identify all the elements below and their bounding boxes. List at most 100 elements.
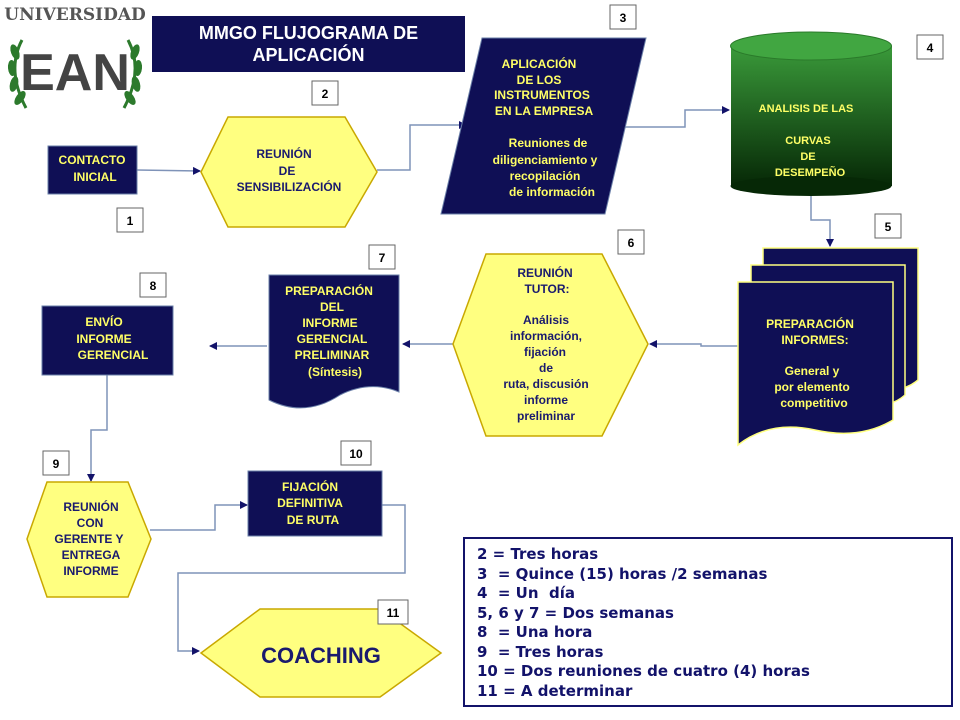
legend-line: 8 = Una hora	[477, 623, 593, 641]
svg-text:por elemento: por elemento	[774, 380, 849, 394]
university-logo: UNIVERSIDAD EAN	[0, 0, 150, 120]
svg-text:REUNIÓN: REUNIÓN	[63, 499, 118, 514]
title-line-2: APLICACIÓN	[252, 45, 365, 65]
svg-text:11: 11	[387, 606, 400, 620]
legend-line: 4 = Un día	[477, 584, 575, 602]
svg-text:INSTRUMENTOS: INSTRUMENTOS	[494, 88, 590, 102]
svg-text:GERENTE Y: GERENTE Y	[54, 532, 123, 546]
legend-line: 3 = Quince (15) horas /2 semanas	[477, 564, 768, 583]
svg-text:ANALISIS DE LAS: ANALISIS DE LAS	[759, 103, 854, 115]
svg-text:9: 9	[53, 457, 60, 471]
page-title: MMGO FLUJOGRAMA DE APLICACIÓN	[152, 16, 465, 72]
svg-text:DE RUTA: DE RUTA	[287, 513, 340, 527]
step-aplicacion-instrumentos: APLICACIÓN DE LOS INSTRUMENTOS EN LA EMP…	[440, 37, 647, 215]
svg-text:DESEMPEÑO: DESEMPEÑO	[775, 166, 846, 179]
svg-text:5: 5	[885, 220, 892, 234]
svg-text:EN LA EMPRESA: EN LA EMPRESA	[495, 104, 594, 118]
contacto-line-2: INICIAL	[73, 170, 116, 184]
number-badge-4: 4	[916, 34, 944, 60]
number-badge-1: 1	[116, 207, 144, 233]
svg-text:PREPARACIÓN: PREPARACIÓN	[766, 316, 854, 331]
svg-text:ENVÍO: ENVÍO	[85, 314, 122, 329]
logo-university-word: UNIVERSIDAD	[4, 5, 146, 25]
step-preparacion-informe-gerencial: PREPARACIÓN DEL INFORME GERENCIAL PRELIM…	[268, 274, 400, 409]
svg-text:SENSIBILIZACIÓN: SENSIBILIZACIÓN	[237, 179, 342, 194]
svg-text:10: 10	[349, 447, 363, 461]
svg-text:TUTOR:: TUTOR:	[524, 282, 569, 296]
legend-line: 11 = A determinar	[477, 681, 633, 700]
svg-text:PREPARACIÓN: PREPARACIÓN	[285, 283, 373, 298]
connector-9-10	[150, 501, 248, 531]
svg-text:INFORME: INFORME	[76, 332, 131, 346]
svg-text:Análisis: Análisis	[523, 313, 569, 327]
svg-text:Reuniones de: Reuniones de	[509, 136, 588, 150]
svg-text:3: 3	[620, 11, 627, 25]
coaching-label: COACHING	[261, 643, 381, 668]
svg-text:información,: información,	[510, 329, 582, 343]
step-envio-informe: ENVÍO INFORME GERENCIAL	[41, 305, 174, 376]
step-reunion-gerente: REUNIÓN CON GERENTE Y ENTREGA INFORME	[26, 481, 152, 598]
step-reunion-tutor: REUNIÓN TUTOR: Análisis información, fij…	[452, 253, 649, 437]
svg-text:DE: DE	[279, 164, 296, 178]
svg-text:recopilación: recopilación	[510, 169, 581, 183]
svg-text:(Síntesis): (Síntesis)	[308, 365, 362, 379]
svg-text:competitivo: competitivo	[780, 396, 847, 410]
svg-text:DE: DE	[800, 151, 815, 163]
duration-legend: 2 = Tres horas 3 = Quince (15) horas /2 …	[463, 537, 953, 707]
svg-text:GERENCIAL: GERENCIAL	[297, 332, 368, 346]
connector-8-9	[87, 375, 108, 482]
svg-text:7: 7	[379, 251, 386, 265]
contacto-line-1: CONTACTO	[59, 153, 126, 167]
svg-text:de información: de información	[509, 185, 595, 199]
number-badge-11: 11	[377, 599, 409, 625]
number-badge-2: 2	[311, 80, 339, 106]
svg-text:General y: General y	[785, 364, 840, 378]
svg-text:APLICACIÓN: APLICACIÓN	[502, 56, 577, 71]
legend-line: 2 = Tres horas	[477, 545, 599, 563]
svg-text:1: 1	[127, 214, 134, 228]
number-badge-3: 3	[609, 4, 637, 30]
logo-acronym: EAN	[20, 44, 130, 102]
svg-text:DEL: DEL	[320, 300, 344, 314]
connector-2-3	[377, 121, 467, 171]
legend-line: 9 = Tres horas	[477, 642, 604, 661]
svg-text:fijación: fijación	[524, 345, 566, 359]
svg-text:2: 2	[322, 87, 329, 101]
step-preparacion-informes: PREPARACIÓN INFORMES: General y por elem…	[737, 247, 919, 447]
svg-text:informe: informe	[524, 393, 568, 407]
svg-text:GERENCIAL: GERENCIAL	[78, 348, 149, 362]
svg-text:CURVAS: CURVAS	[785, 135, 830, 147]
step-coaching: COACHING	[199, 608, 443, 698]
connector-1-2	[136, 166, 201, 175]
svg-text:ruta, discusión: ruta, discusión	[503, 377, 588, 391]
connector-5-6	[649, 340, 738, 348]
svg-text:8: 8	[150, 279, 157, 293]
number-badge-10: 10	[340, 440, 372, 466]
title-line-1: MMGO FLUJOGRAMA DE	[198, 23, 419, 43]
svg-text:CON: CON	[77, 516, 104, 530]
number-badge-6: 6	[617, 229, 645, 255]
number-badge-8: 8	[139, 272, 167, 298]
svg-text:de: de	[539, 361, 553, 375]
legend-line: 5, 6 y 7 = Dos semanas	[477, 603, 674, 622]
svg-text:FIJACIÓN: FIJACIÓN	[282, 479, 338, 494]
svg-text:REUNIÓN: REUNIÓN	[517, 265, 572, 280]
step-reunion-sensibilizacion: REUNIÓN DE SENSIBILIZACIÓN	[200, 116, 378, 228]
svg-text:4: 4	[927, 41, 934, 55]
svg-text:INFORMES:: INFORMES:	[781, 333, 848, 347]
svg-text:DEFINITIVA: DEFINITIVA	[277, 496, 343, 510]
svg-text:INFORME: INFORME	[63, 564, 118, 578]
svg-text:INFORME: INFORME	[302, 316, 357, 330]
connector-3-4	[623, 106, 730, 128]
connector-10-11	[177, 504, 406, 655]
connector-4-5	[810, 195, 834, 247]
svg-text:6: 6	[628, 236, 635, 250]
step-contacto-inicial: CONTACTO INICIAL	[47, 145, 138, 195]
number-badge-7: 7	[368, 244, 396, 270]
svg-text:DE LOS: DE LOS	[517, 73, 562, 87]
connectors	[87, 106, 834, 655]
svg-text:REUNIÓN: REUNIÓN	[256, 146, 311, 161]
step-analisis-curvas: ANALISIS DE LAS CURVAS DE DESEMPEÑO	[730, 31, 892, 196]
svg-text:preliminar: preliminar	[517, 409, 575, 423]
